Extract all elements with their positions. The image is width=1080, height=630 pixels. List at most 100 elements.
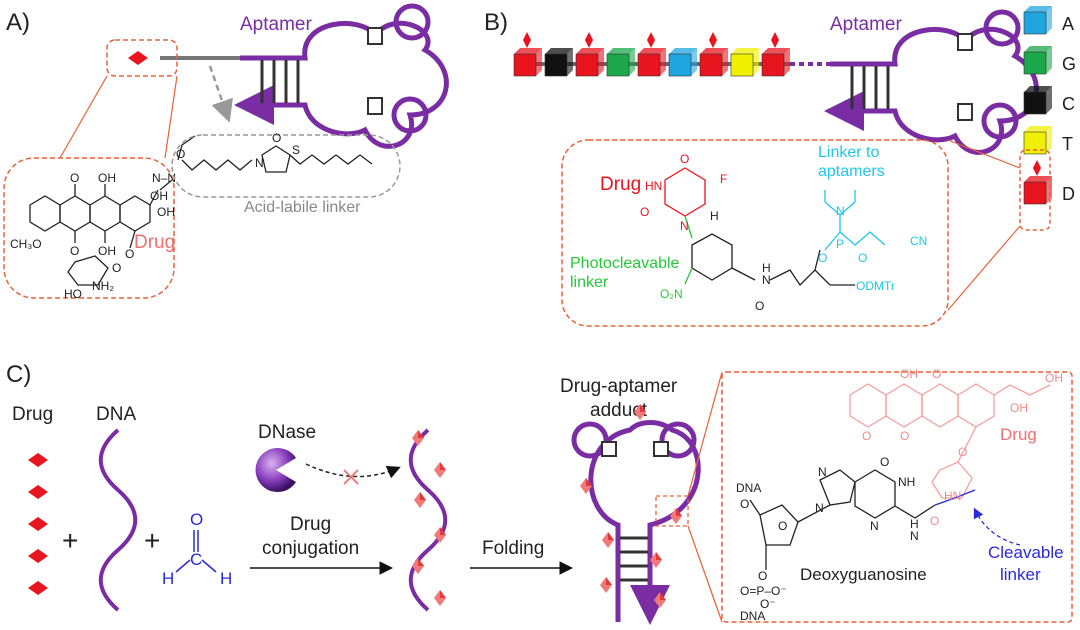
nucleotide-T bbox=[730, 48, 759, 77]
doxorubicin-structure bbox=[29, 135, 196, 286]
linker-structure bbox=[181, 145, 373, 173]
panel-c-label: C) bbox=[6, 361, 31, 388]
panel-a: A) Aptamer bbox=[3, 3, 449, 301]
formaldehyde-h1: H bbox=[162, 569, 174, 588]
panel-a-label: A) bbox=[6, 9, 30, 36]
chem-a-och3: CH₃O bbox=[10, 237, 42, 251]
aptamer-label-b: Aptamer bbox=[830, 14, 902, 35]
chem-b-f: F bbox=[720, 172, 727, 186]
step1-line2: conjugation bbox=[262, 538, 359, 559]
fluorouracil-structure bbox=[664, 167, 886, 287]
cleavable-label-1: Cleavable bbox=[988, 543, 1064, 562]
chem-c-hn: HN bbox=[944, 489, 961, 503]
panel-b-label: B) bbox=[484, 9, 508, 36]
callout-line-a1 bbox=[59, 75, 108, 159]
callout-line-c2 bbox=[687, 525, 723, 623]
chem-a-n: N bbox=[255, 156, 264, 170]
chem-a-o1: O bbox=[70, 171, 79, 185]
nucleotide-drug bbox=[699, 32, 728, 77]
chem-c-n4: N bbox=[910, 529, 919, 543]
legend-label-D: D bbox=[1062, 184, 1075, 204]
linker-to-aptamers-label-2: aptamers bbox=[818, 163, 885, 180]
drug-label-c: Drug bbox=[12, 404, 53, 425]
legend-item-G: G bbox=[1023, 46, 1076, 75]
cleavable-bond bbox=[934, 489, 976, 506]
legend-label-A: A bbox=[1062, 14, 1074, 34]
cleavable-label-2: linker bbox=[1000, 565, 1041, 584]
nucleotide-A bbox=[668, 48, 697, 77]
legend-item-C: C bbox=[1023, 86, 1075, 115]
chem-a-o2: O bbox=[70, 244, 79, 258]
cleavable-arrow bbox=[973, 507, 1021, 546]
callout-line-c1 bbox=[687, 371, 723, 497]
step1-line1: Drug bbox=[290, 514, 331, 535]
formaldehyde-o: O bbox=[190, 510, 203, 529]
adduct-highlight bbox=[655, 495, 689, 527]
legend-item-T: T bbox=[1023, 126, 1073, 155]
formaldehyde-h2: H bbox=[220, 569, 232, 588]
chem-b-h: H bbox=[710, 209, 719, 223]
chem-b-p: P bbox=[836, 237, 844, 251]
adduct-aptamer bbox=[571, 420, 701, 625]
panel-c: C) Drug + DNA + O C H H DNase bbox=[6, 361, 1073, 625]
chem-c-n2: N bbox=[815, 501, 824, 515]
dna-label: DNA bbox=[96, 404, 136, 425]
nucleotide-drug bbox=[513, 32, 542, 77]
legend-label-T: T bbox=[1062, 134, 1073, 154]
drug-label-a: Drug bbox=[134, 232, 175, 253]
detail-box-c bbox=[721, 371, 1073, 623]
aptamer-a bbox=[234, 3, 449, 149]
chem-b-o1: O bbox=[680, 152, 689, 166]
chem-b-o5: O bbox=[755, 299, 764, 313]
deoxyguanosine-label: Deoxyguanosine bbox=[800, 565, 927, 584]
drug-label-b: Drug bbox=[600, 174, 641, 195]
legend-label-C: C bbox=[1062, 94, 1075, 114]
aptamer-b-stem bbox=[850, 33, 973, 121]
chem-b-o2: O bbox=[640, 205, 649, 219]
chem-c-o3: O bbox=[758, 569, 767, 583]
photocleavable-label-2: linker bbox=[570, 274, 609, 291]
dnase-label: DNase bbox=[258, 422, 316, 443]
callout-line-a2 bbox=[164, 75, 178, 159]
chem-c-o1: O bbox=[740, 497, 749, 511]
legend-item-A: A bbox=[1023, 6, 1074, 35]
chem-b-n1: N bbox=[680, 219, 689, 233]
chem-c-o6: O bbox=[932, 367, 941, 381]
chem-a-ho: HO bbox=[64, 287, 82, 301]
formaldehyde: O C H H bbox=[162, 510, 232, 588]
adduct-stem bbox=[601, 441, 669, 582]
chem-b-h2: H bbox=[762, 261, 771, 275]
chem-b-cn: CN bbox=[910, 234, 927, 248]
chem-b-odmtr: ODMTr bbox=[856, 279, 895, 293]
folding-label: Folding bbox=[482, 538, 544, 559]
aptamer-label-a: Aptamer bbox=[240, 14, 312, 35]
drug-structure-box-a bbox=[3, 157, 175, 299]
chem-b-n3: N bbox=[762, 273, 771, 287]
callout-line-b1 bbox=[947, 139, 1021, 169]
acid-labile-linker-label: Acid-labile linker bbox=[244, 199, 361, 216]
chem-c-och: O bbox=[930, 514, 939, 528]
chem-c-dna2: DNA bbox=[740, 609, 765, 623]
chem-a-o3: O bbox=[125, 247, 134, 261]
chem-c-o8: O bbox=[900, 429, 909, 443]
chem-c-nh: NH bbox=[898, 475, 915, 489]
chem-c-oh2: OH bbox=[1045, 371, 1063, 385]
linker-arrow bbox=[208, 65, 233, 123]
deoxyguanosine-structure bbox=[749, 469, 936, 570]
adduct-label-1: Drug-aptamer bbox=[560, 376, 678, 397]
chem-c-o7: O bbox=[862, 429, 871, 443]
conjugated-drugs bbox=[412, 430, 446, 606]
block-x bbox=[343, 469, 359, 485]
chem-b-n2: N bbox=[836, 204, 845, 218]
nucleotide-chain bbox=[513, 32, 790, 77]
chem-a-oh3: OH bbox=[157, 205, 175, 219]
adduct-label-2: adduct bbox=[590, 400, 648, 421]
legend-label-G: G bbox=[1062, 54, 1076, 74]
dnase-pacman bbox=[255, 448, 296, 492]
chem-a-oh2: OH bbox=[150, 189, 168, 203]
chem-c-o5: O bbox=[880, 455, 889, 469]
legend-item-D: D bbox=[1023, 160, 1075, 205]
